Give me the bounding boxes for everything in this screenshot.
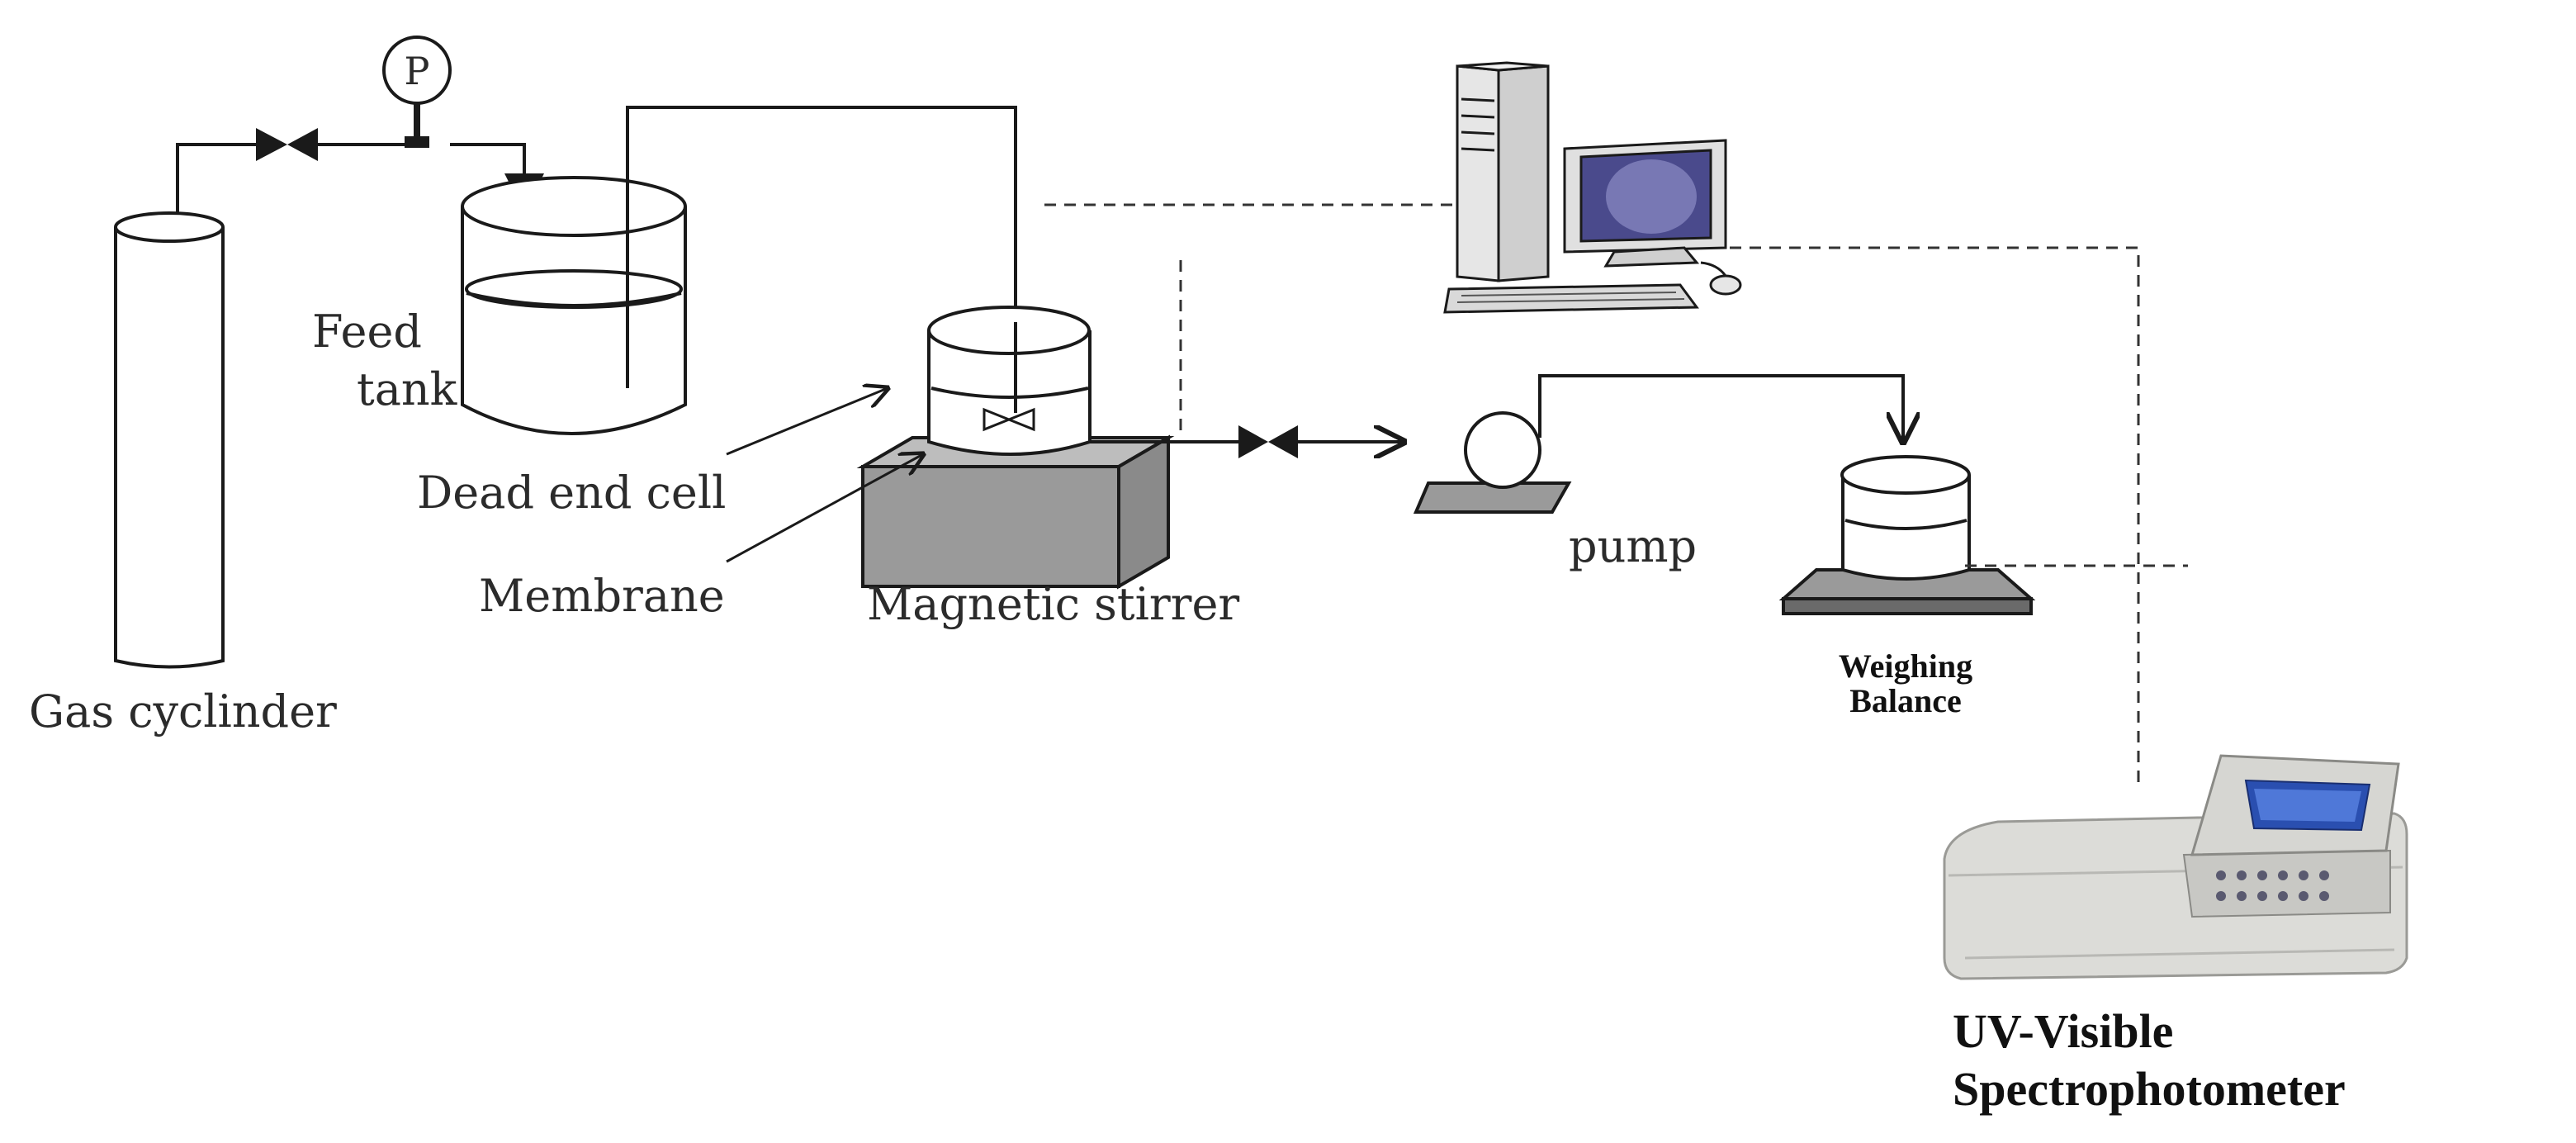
- magnetic-stirrer-label: Magnetic stirrer: [867, 578, 1239, 630]
- outlet-valve-icon: [1238, 425, 1298, 458]
- computer: [1443, 61, 1742, 314]
- spectrophotometer: [1943, 754, 2408, 980]
- weighing-balance-label-line2: Balance: [1849, 682, 1962, 719]
- spectrophotometer-label-line1: UV-Visible: [1953, 1004, 2173, 1058]
- pump-label: pump: [1569, 520, 1697, 572]
- pump-outlet-line: [1538, 374, 1903, 442]
- feed-tank-label-line2: tank: [357, 363, 458, 415]
- stirrer-bar-icon: [983, 407, 1035, 432]
- feed-tank: [461, 176, 687, 435]
- weighing-balance: [1778, 455, 2036, 615]
- pump: [1413, 411, 1572, 514]
- magnetic-stirrer: [856, 434, 1175, 590]
- pressure-gauge: P: [382, 36, 452, 148]
- membrane-label: Membrane: [479, 570, 725, 622]
- spectrophotometer-label-line2: Spectrophotometer: [1953, 1062, 2346, 1116]
- dead-end-cell: [927, 306, 1091, 456]
- feed-pipe: [626, 106, 1017, 388]
- pressure-gauge-label: P: [405, 49, 430, 93]
- dead-end-cell-label: Dead end cell: [417, 467, 726, 519]
- weighing-balance-label-line1: Weighing: [1839, 647, 1972, 685]
- data-connection-lines: [1044, 203, 2188, 789]
- gas-valve-icon: [256, 128, 318, 161]
- gas-cylinder: [114, 211, 225, 669]
- gas-cylinder-label: Gas cyclinder: [29, 685, 337, 737]
- feed-tank-label-line1: Feed: [312, 306, 422, 358]
- pointer-arrows: [726, 388, 923, 563]
